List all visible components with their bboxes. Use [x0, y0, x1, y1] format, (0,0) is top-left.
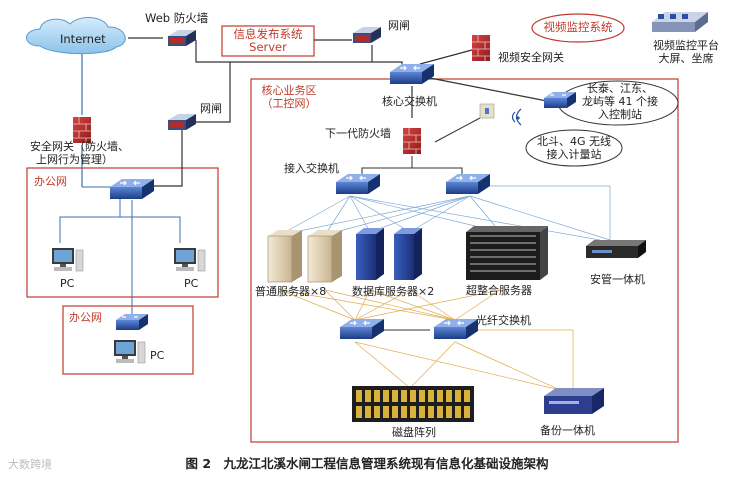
general-servers-label: 普通服务器×8: [255, 285, 327, 298]
general-server-icon: [267, 230, 342, 283]
disk-array-icon: [352, 386, 474, 422]
core-zone-label-2: （工控网）: [261, 97, 317, 110]
backup-appliance-icon: [544, 388, 604, 414]
video-platform-label-2: 大屏、坐席: [658, 52, 714, 65]
access-switch-left-icon: [335, 173, 381, 195]
pc-1-label: PC: [60, 277, 75, 290]
wireless-label-2: 接入计量站: [546, 148, 602, 161]
remote-stations-label-2: 龙屿等 41 个接: [582, 95, 658, 108]
web-firewall-label: Web 防火墙: [145, 11, 209, 25]
info-system-label-1: 信息发布系统: [233, 27, 303, 41]
pc-icon-1: [51, 247, 84, 272]
hyper-converged-server-icon: [466, 226, 548, 280]
figure-caption: 图 2 九龙江北溪水闸工程信息管理系统现有信息化基础设施架构: [185, 456, 549, 471]
office-switch-1-icon: [109, 178, 155, 200]
wireless-access-icon: [479, 103, 522, 126]
security-gateway-label-2: 上网行为管理）: [36, 153, 113, 166]
wireless-label-1: 北斗、4G 无线: [536, 135, 612, 148]
pc-2-label: PC: [184, 277, 199, 290]
access-switch-right-icon: [445, 173, 491, 195]
core-zone-label-1: 核心业务区: [261, 84, 317, 97]
gateway-mid-icon: [168, 114, 196, 130]
db-servers-label: 数据库服务器×2: [352, 285, 435, 298]
office-switch-2-icon: [115, 313, 149, 331]
ngfw-label: 下一代防火墙: [325, 127, 391, 140]
ngfw-firewall-icon: [402, 127, 422, 155]
pc-icon-3: [113, 339, 146, 364]
backup-appliance-label: 备份一体机: [540, 424, 595, 437]
gateway-top-icon: [353, 27, 381, 43]
internet-cloud-icon: [26, 17, 126, 55]
security-appliance-icon: [586, 240, 646, 258]
video-platform-icon: [652, 12, 708, 32]
web-firewall-icon: [168, 30, 196, 46]
security-appliance-label: 安管一体机: [590, 273, 645, 286]
security-gateway-label-1: 安全网关（防火墙、: [30, 140, 129, 153]
office-zone-2-label: 办公网: [69, 311, 102, 324]
video-system-label: 视频监控系统: [543, 20, 613, 34]
video-gateway-firewall-icon: [471, 34, 491, 62]
fiber-switch-right-icon: [433, 318, 479, 340]
gateway-top-label: 网闸: [388, 19, 410, 32]
internet-label: Internet: [60, 32, 106, 46]
office-zone-1-label: 办公网: [34, 175, 67, 188]
hyper-servers-label: 超整合服务器: [466, 284, 532, 297]
core-switch-label: 核心交换机: [382, 95, 437, 108]
video-platform-label-1: 视频监控平台: [653, 39, 719, 52]
pc-3-label: PC: [150, 349, 165, 362]
access-switch-label: 接入交换机: [284, 162, 339, 175]
fiber-switch-label: 光纤交换机: [476, 314, 531, 327]
remote-stations-label-3: 入控制站: [598, 108, 642, 121]
info-system-label-2: Server: [249, 40, 287, 54]
core-switch-icon: [389, 63, 435, 85]
disk-array-label: 磁盘阵列: [392, 426, 436, 439]
pc-icon-2: [173, 247, 206, 272]
database-server-icon: [356, 228, 422, 280]
watermark: 大数跨境: [8, 458, 52, 471]
video-gateway-label: 视频安全网关: [498, 51, 564, 64]
gateway-mid-label: 网闸: [200, 102, 222, 115]
remote-stations-label-1: 长泰、江东、: [587, 82, 653, 95]
fiber-switch-left-icon: [339, 318, 385, 340]
